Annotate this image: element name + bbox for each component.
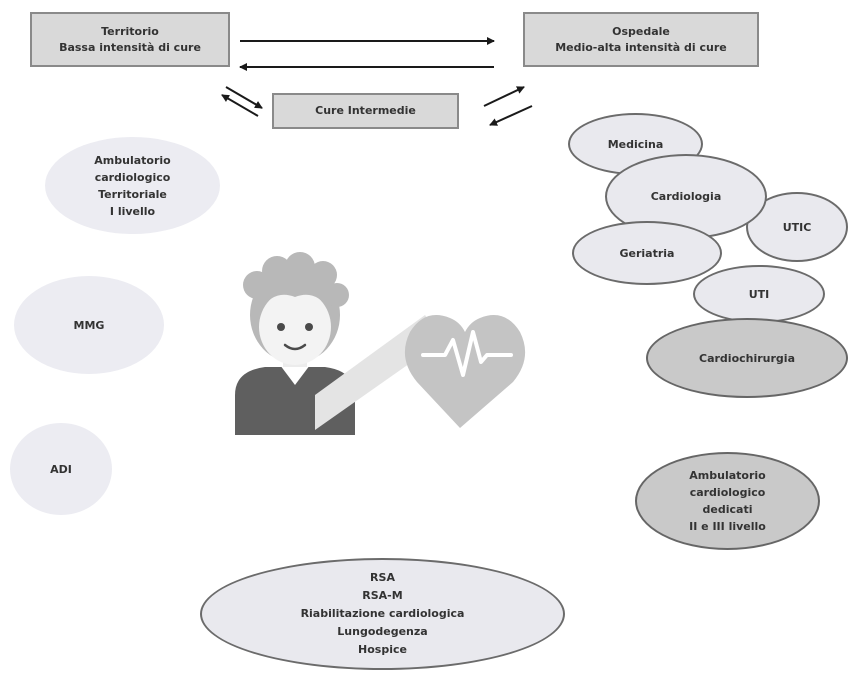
geriatria-label: Geriatria (619, 246, 675, 260)
uti-oval: UTI (693, 265, 825, 323)
territorio-title: Territorio (101, 24, 159, 38)
ambulatorio-dedicati-line-4: II e III livello (689, 520, 766, 533)
arrow-right-up (483, 86, 525, 107)
ambulatorio-territoriale-line-3: Territoriale (98, 187, 167, 201)
medicina-label: Medicina (607, 137, 664, 151)
ospedale-title: Ospedale (612, 24, 670, 38)
ambulatorio-territoriale-line-2: cardiologico (94, 170, 171, 184)
cardiochirurgia-label: Cardiochirurgia (699, 351, 795, 365)
cure-intermedie-box: Cure Intermedie (272, 93, 459, 129)
intermediate-care-oval: RSA RSA-M Riabilitazione cardiologica Lu… (200, 558, 565, 670)
ambulatorio-territoriale-oval: Ambulatorio cardiologico Territoriale I … (45, 137, 220, 234)
heart-pulse-icon (315, 315, 526, 430)
uti-label: UTI (748, 287, 770, 301)
territorio-box: Territorio Bassa intensità di cure (30, 12, 230, 67)
adi-label: ADI (50, 462, 72, 476)
mmg-label: MMG (73, 318, 105, 332)
arrow-right-down (489, 105, 533, 126)
intermediate-item-rsa: RSA (370, 571, 395, 584)
adi-oval: ADI (10, 423, 112, 515)
ambulatorio-territoriale-line-1: Ambulatorio (94, 153, 171, 167)
ambulatorio-dedicati-line-3: dedicati (702, 503, 753, 516)
arrow-left-down (225, 86, 263, 109)
mmg-oval: MMG (14, 276, 164, 374)
cardiologia-label: Cardiologia (650, 190, 722, 203)
utic-label: UTIC (782, 220, 812, 234)
ospedale-subtitle: Medio-alta intensità di cure (555, 40, 727, 54)
intermediate-item-rsa-m: RSA-M (362, 589, 403, 602)
arrow-left-up (221, 94, 259, 117)
utic-oval: UTIC (746, 192, 848, 262)
ambulatorio-dedicati-oval: Ambulatorio cardiologico dedicati II e I… (635, 452, 820, 550)
geriatria-oval: Geriatria (572, 221, 722, 285)
ambulatorio-dedicati-line-2: cardiologico (689, 486, 766, 499)
ambulatorio-dedicati-line-1: Ambulatorio (689, 469, 766, 482)
intermediate-item-hospice: Hospice (358, 643, 407, 656)
ospedale-box: Ospedale Medio-alta intensità di cure (523, 12, 759, 67)
intermediate-item-riabilitazione: Riabilitazione cardiologica (300, 607, 465, 620)
ambulatorio-territoriale-line-4: I livello (109, 204, 156, 218)
cardiochirurgia-oval: Cardiochirurgia (646, 318, 848, 398)
intermediate-item-lungodegenza: Lungodegenza (337, 625, 428, 638)
cure-intermedie-label: Cure Intermedie (315, 104, 416, 117)
territorio-subtitle: Bassa intensità di cure (59, 40, 201, 54)
